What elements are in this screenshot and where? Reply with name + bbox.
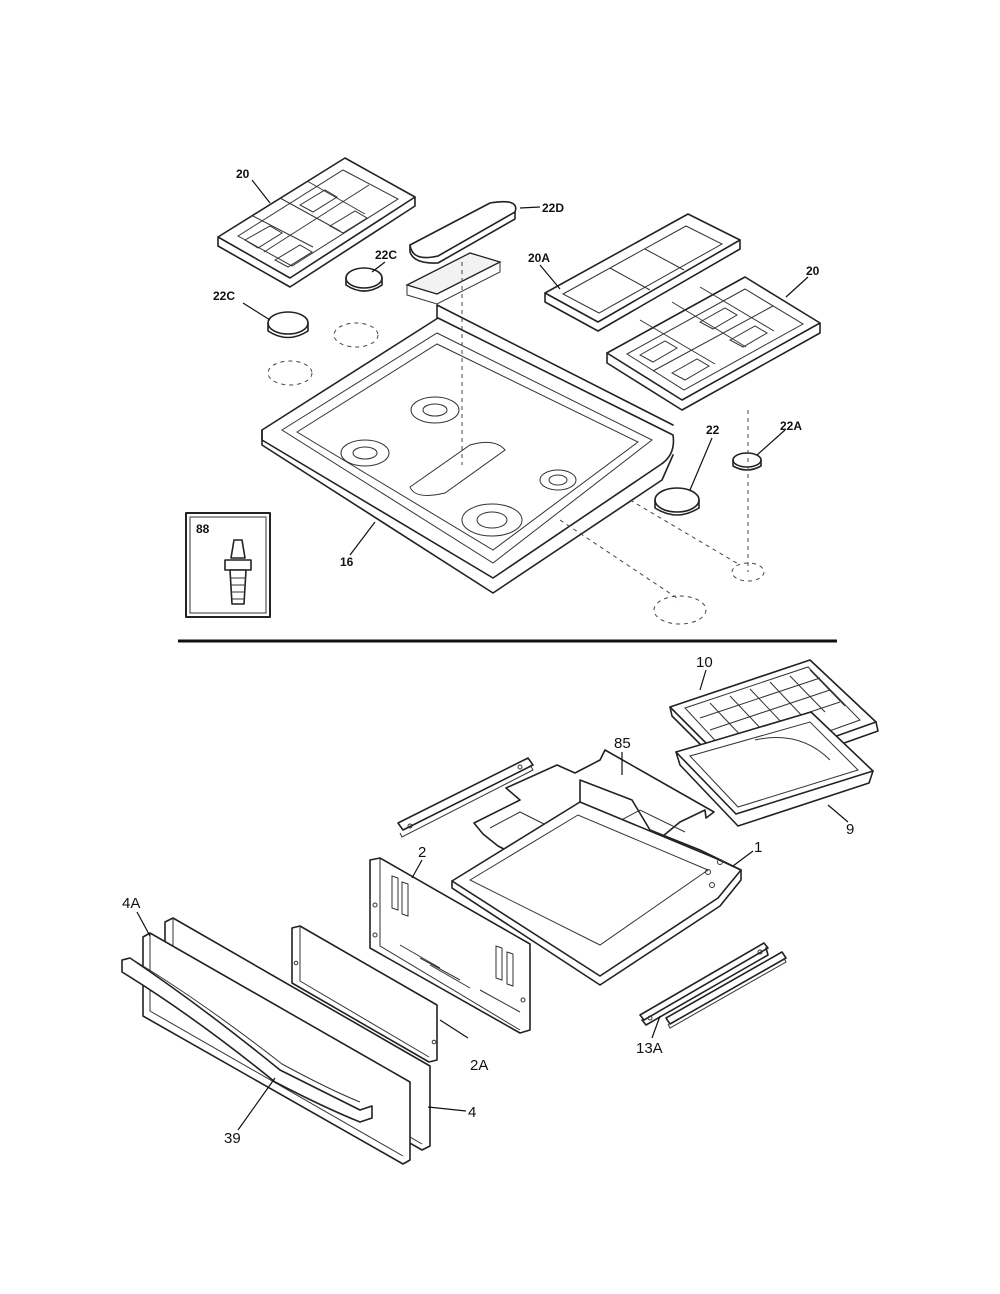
handle <box>121 957 373 1123</box>
alignment-lines <box>461 262 749 601</box>
label-cap-large: 22 <box>706 423 720 437</box>
label-drawer-back: 2 <box>418 844 426 861</box>
label-drawer-body: 1 <box>754 839 762 856</box>
label-cooktop: 16 <box>340 555 354 569</box>
label-drawer-front-outer: 4A <box>122 895 140 912</box>
broiler-pan <box>675 711 874 827</box>
part-labels: 20 22D 22C 22C 20A 20 22 22A 88 16 10 85… <box>122 167 854 1147</box>
label-handle: 39 <box>224 1130 241 1147</box>
slides <box>639 942 787 1029</box>
burner-cap-left-a <box>267 311 309 339</box>
drawer-body <box>451 779 742 986</box>
label-cap-small: 22A <box>780 419 802 433</box>
grate-left <box>217 157 416 288</box>
orifice-part <box>224 539 252 605</box>
label-inset-part: 88 <box>196 522 210 536</box>
label-drawer-inner-panel: 2A <box>470 1057 488 1074</box>
center-grate <box>544 213 741 332</box>
label-grate-right: 20 <box>806 264 820 278</box>
drawer-back <box>369 857 531 1034</box>
top-rail <box>397 757 534 838</box>
cooktop-assembly <box>185 157 821 625</box>
burner-cap-left-b <box>345 267 383 292</box>
label-broiler-grid: 10 <box>696 654 713 671</box>
burner-cap-large <box>654 487 700 516</box>
label-grate-left: 20 <box>236 167 250 181</box>
drawer-inner-panel <box>291 925 438 1063</box>
label-center-grate: 20A <box>528 251 550 265</box>
label-slides: 13A <box>636 1040 663 1057</box>
leader-lines <box>136 179 849 1131</box>
griddle <box>405 200 517 305</box>
label-broiler-pan: 9 <box>846 821 854 838</box>
cooktop <box>261 304 675 594</box>
drawer-assembly <box>121 659 879 1165</box>
label-cap-left-a: 22C <box>213 289 235 303</box>
label-griddle: 22D <box>542 201 564 215</box>
label-drawer-rack: 85 <box>614 735 631 752</box>
label-drawer-front: 4 <box>468 1104 476 1121</box>
inset-box <box>185 512 271 618</box>
label-cap-left-b: 22C <box>375 248 397 262</box>
burner-cap-small <box>732 452 762 471</box>
grate-right <box>606 276 821 411</box>
